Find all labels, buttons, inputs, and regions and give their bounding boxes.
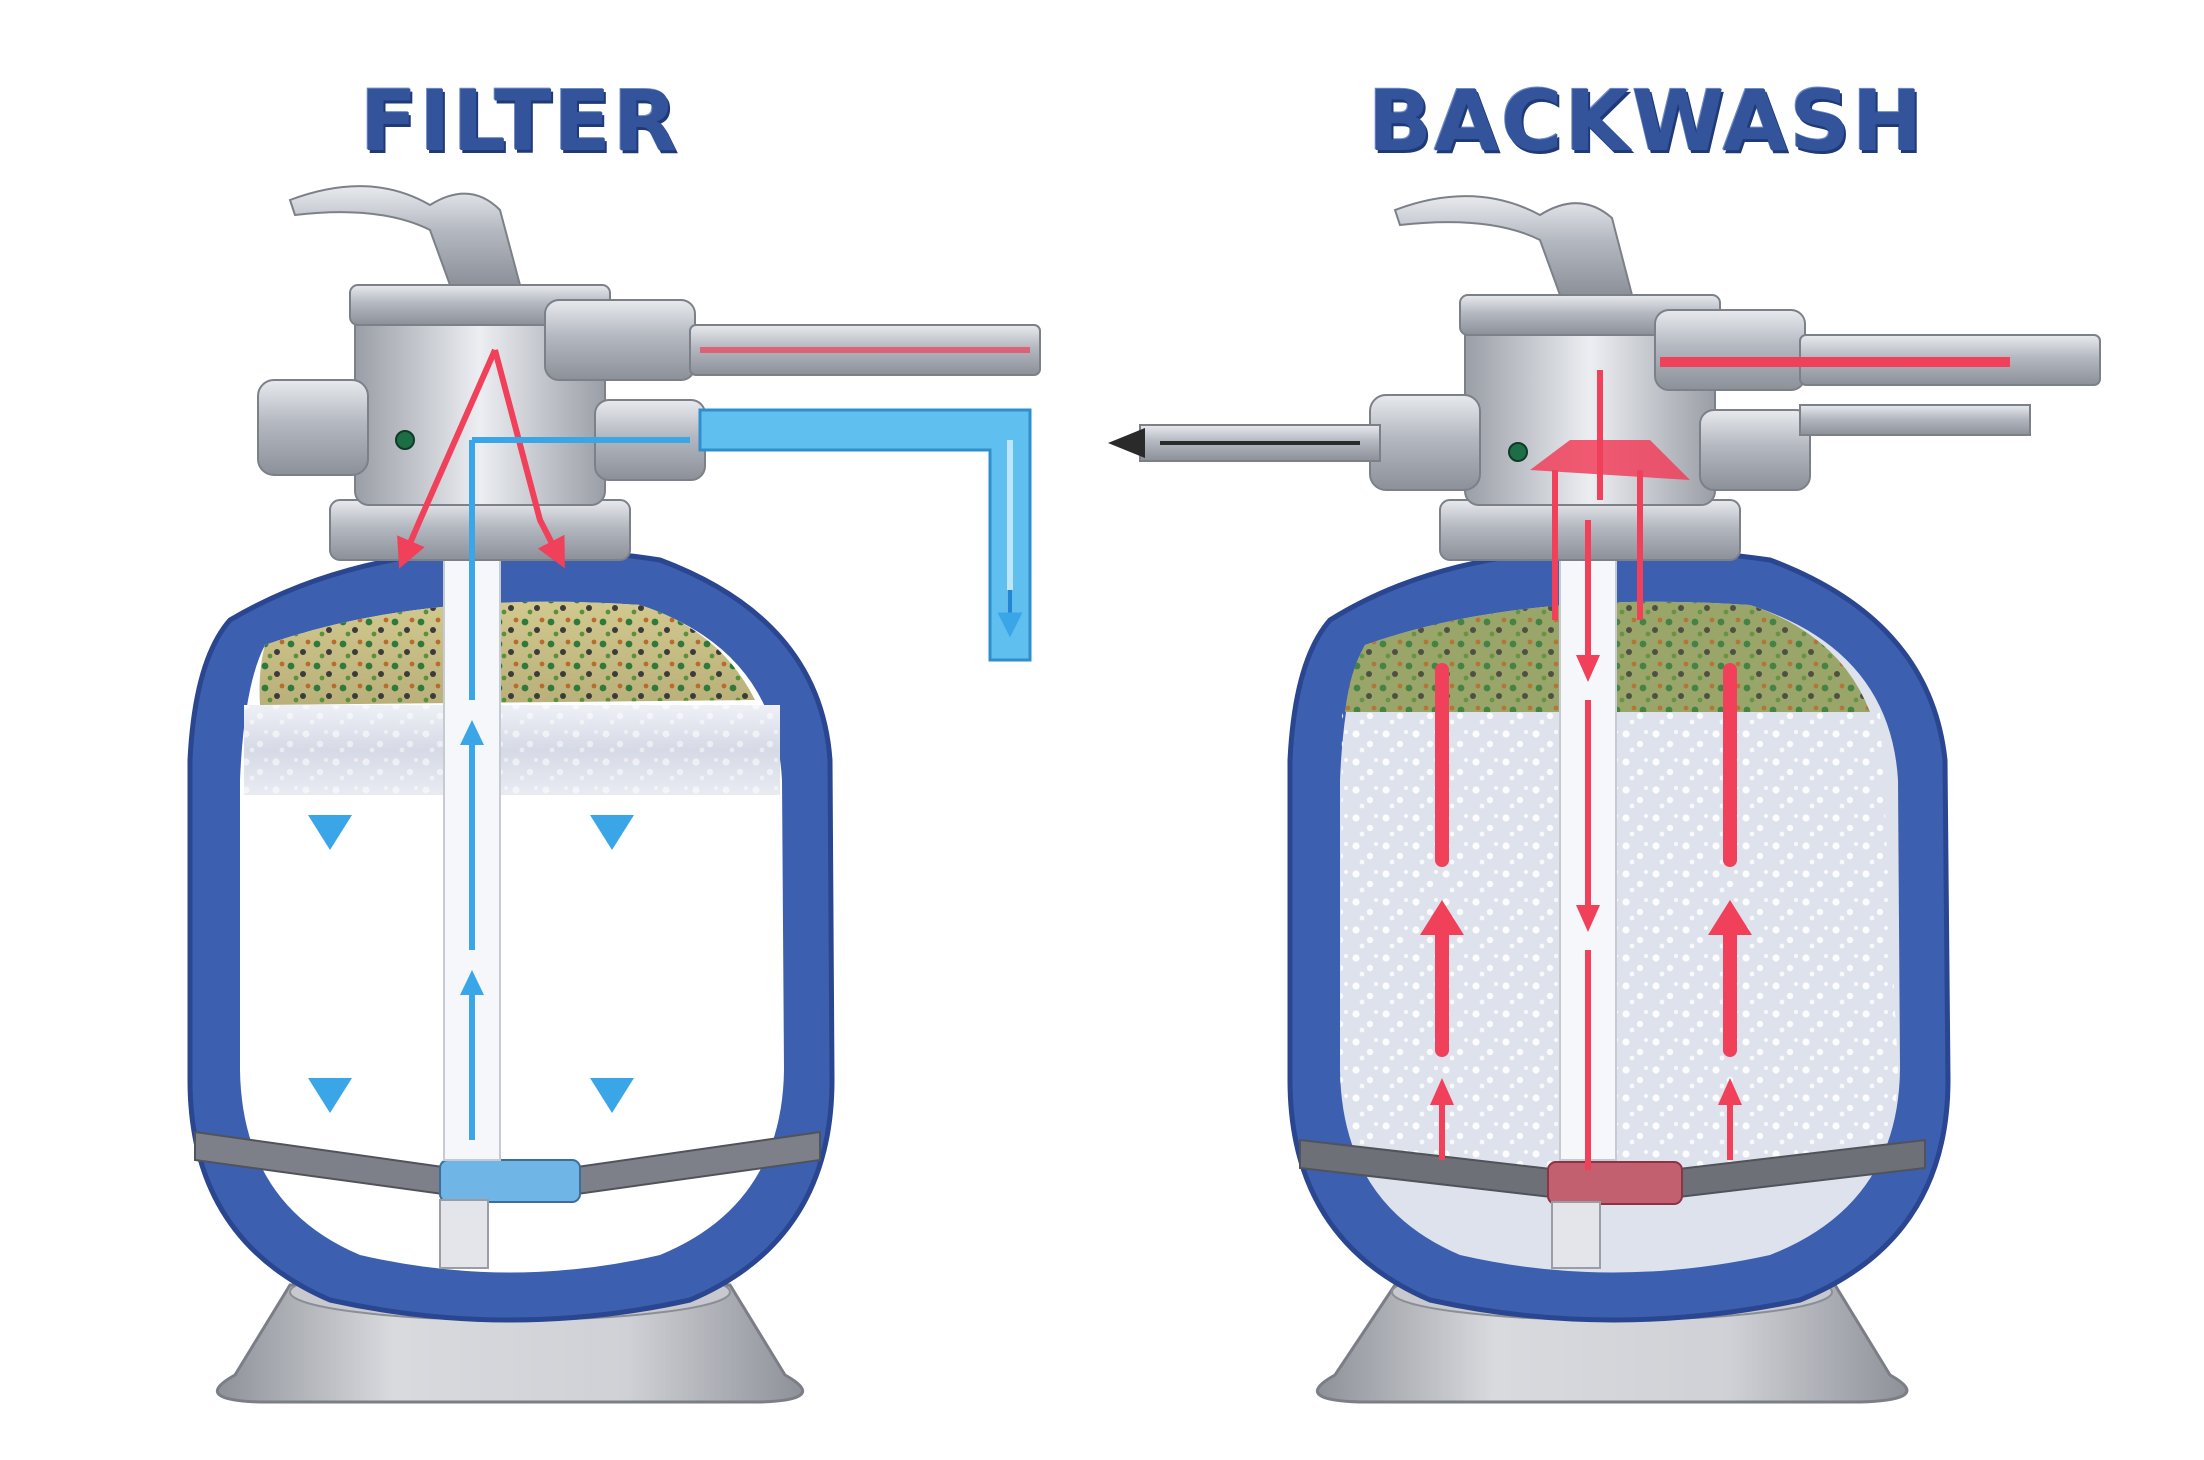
- valve-handle: [288, 185, 522, 286]
- right-lower-port: [1699, 409, 1811, 491]
- backwash-title: BACKWASH: [1368, 72, 1925, 170]
- filter-title: FILTER: [360, 72, 680, 170]
- pressure-gauge-port: [1508, 442, 1528, 462]
- filter-unit: [187, 185, 1041, 1404]
- hub-collector: [1547, 1161, 1683, 1205]
- waste-outlet-arrow: [1108, 428, 1145, 458]
- expanded-media-bubbles: [1340, 712, 1898, 1170]
- downflow-arrows-left: [308, 623, 352, 1113]
- upflow-arrows-right: [1708, 663, 1752, 1160]
- return-pipe: [698, 408, 1032, 662]
- right-upper-port: [544, 299, 696, 381]
- left-port: [1369, 394, 1481, 491]
- tank-base-stand: [1315, 1283, 1909, 1404]
- valve-handle: [1393, 195, 1634, 296]
- tank-flange: [329, 499, 631, 561]
- tank-base-stand: [215, 1283, 805, 1404]
- downflow-standpipe-arrows: [1576, 520, 1600, 1170]
- return-pipe: [1799, 404, 2031, 436]
- hub-collector: [439, 1159, 581, 1203]
- right-upper-port: [1654, 309, 1806, 391]
- backwash-unit: [1108, 195, 2101, 1404]
- upflow-standpipe-arrows: [460, 437, 690, 1140]
- valve-flow-arrow: [397, 348, 498, 569]
- downflow-arrows-right: [590, 623, 634, 1113]
- left-port: [257, 379, 369, 476]
- upflow-arrows-left: [1420, 663, 1464, 1160]
- pressure-gauge-port: [395, 430, 415, 450]
